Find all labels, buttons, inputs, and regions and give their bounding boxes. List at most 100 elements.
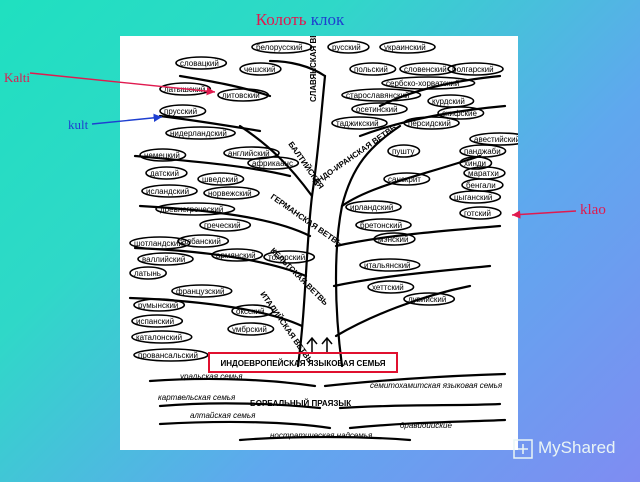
leaf-language-label: французский	[176, 287, 225, 296]
leaf-outline	[403, 292, 456, 306]
leaf-language-label: белорусский	[256, 43, 303, 52]
branch-label: СЛАВЯНСКАЯ ВЕТВЬ	[309, 36, 318, 102]
leaf-language-label: испанский	[136, 317, 174, 326]
leaf-language-label: валлийский	[142, 255, 185, 264]
leaf-language-label: датский	[150, 169, 179, 178]
leaf-language-label: мэнский	[378, 235, 408, 244]
leaf-outline	[217, 88, 270, 102]
leaf-outline	[155, 202, 236, 216]
leaf-outline	[469, 132, 518, 146]
annotation-kalti: Kalti	[4, 70, 30, 85]
leaf-language-label: панджаби	[464, 147, 501, 156]
leaf-language-label: литовский	[222, 91, 260, 100]
leaf-language-label: латынь	[134, 269, 161, 278]
leaf-outline	[223, 146, 280, 160]
leaf-outline	[381, 76, 476, 90]
root-label: ностратическая надсемья	[270, 431, 373, 440]
leaf-language-label: румынский	[138, 301, 178, 310]
leaf-language-label: английский	[228, 149, 270, 158]
leaf-language-label: африкаанс	[252, 159, 293, 168]
leaf-outline	[349, 62, 397, 76]
leaf-language-label: хеттский	[372, 283, 404, 292]
leaf-language-label: итальянский	[364, 261, 411, 270]
leaf-language-label: словацкий	[180, 59, 219, 68]
leaf-outline	[171, 284, 233, 298]
leaf-language-label: норвежский	[208, 189, 252, 198]
leaf-language-label: русский	[332, 43, 361, 52]
slide-title: Колоть клок	[0, 10, 600, 30]
leaf-outline	[449, 190, 502, 204]
leaf-outline	[383, 172, 431, 186]
leaf-outline	[129, 266, 168, 280]
leaf-outline	[373, 232, 416, 246]
leaf-language-label: тохарский	[268, 253, 305, 262]
leaf-language-label: шведский	[202, 175, 238, 184]
leaf-language-label: курдский	[432, 97, 465, 106]
leaf-outline	[203, 186, 260, 200]
root-label: уральская семья	[179, 372, 243, 381]
leaf-language-label: готский	[464, 209, 491, 218]
root-label: дравидийские	[400, 421, 452, 430]
leaf-outline	[165, 126, 236, 140]
leaf-language-label: осетинский	[356, 105, 398, 114]
family-label: ИНДОЕВРОПЕЙСКАЯ ЯЗЫКОВАЯ СЕМЬЯ	[220, 359, 385, 368]
leaf-outline	[137, 252, 194, 266]
leaf-language-label: персидский	[408, 119, 451, 128]
leaf-outline	[359, 258, 421, 272]
root-label: картвельская семья	[158, 393, 236, 402]
leaf-language-label: польский	[354, 65, 388, 74]
leaf-outline	[141, 184, 198, 198]
root-label: семитохамитская языковая семья	[370, 381, 503, 390]
leaf-language-label: маратхи	[468, 169, 499, 178]
leaf-language-label: лувийский	[408, 295, 446, 304]
leaf-language-label: сербско-хорватский	[386, 79, 459, 88]
leaf-language-label: провансальский	[138, 351, 198, 360]
leaf-language-label: цыганский	[454, 193, 492, 202]
leaf-language-label: греческий	[204, 221, 241, 230]
leaf-language-label: словенский	[404, 65, 447, 74]
leaf-outline	[247, 156, 300, 170]
annotation-klao: klao	[580, 202, 606, 218]
leaf-language-label: болгарский	[452, 65, 494, 74]
arrow-kult	[91, 113, 163, 125]
leaf-outline	[231, 304, 274, 318]
leaf-language-label: украинский	[384, 43, 426, 52]
annotation-kult: kult	[68, 117, 89, 132]
leaf-outline	[459, 156, 493, 170]
leaf-outline	[139, 148, 187, 162]
leaf-outline	[251, 40, 313, 54]
leaf-language-label: пушту	[392, 147, 415, 156]
leaf-outline	[131, 330, 193, 344]
arrow-klao	[511, 210, 577, 219]
leaf-language-label: прусский	[164, 107, 197, 116]
leaf-language-label: шотландский	[134, 239, 183, 248]
leaf-outline	[403, 116, 460, 130]
root-label: алтайская семья	[190, 411, 256, 420]
leaf-outline	[367, 280, 415, 294]
leaf-outline	[387, 144, 421, 158]
leaf-outline	[197, 172, 245, 186]
leaf-outline	[345, 200, 402, 214]
leaf-outline	[177, 234, 230, 248]
leaf-outline	[131, 314, 184, 328]
leaf-outline	[211, 248, 264, 262]
leaf-outline	[459, 206, 502, 220]
leaf-language-label: умбрский	[232, 325, 267, 334]
leaf-language-label: исландский	[146, 187, 189, 196]
leaf-outline	[437, 106, 485, 120]
leaf-outline	[399, 62, 456, 76]
leaf-language-label: армянский	[216, 251, 256, 260]
leaf-outline	[447, 62, 504, 76]
leaf-language-label: авестийский	[474, 135, 518, 144]
leaf-outline	[199, 218, 252, 232]
leaf-language-label: скифские	[442, 109, 478, 118]
leaf-outline	[159, 104, 207, 118]
leaf-language-label: нидерландский	[170, 129, 227, 138]
leaf-language-label: каталонский	[136, 333, 182, 342]
arrow-kalti	[29, 72, 216, 96]
leaf-outline	[379, 40, 436, 54]
leaf-outline	[145, 166, 188, 180]
leaf-outline	[227, 322, 275, 336]
